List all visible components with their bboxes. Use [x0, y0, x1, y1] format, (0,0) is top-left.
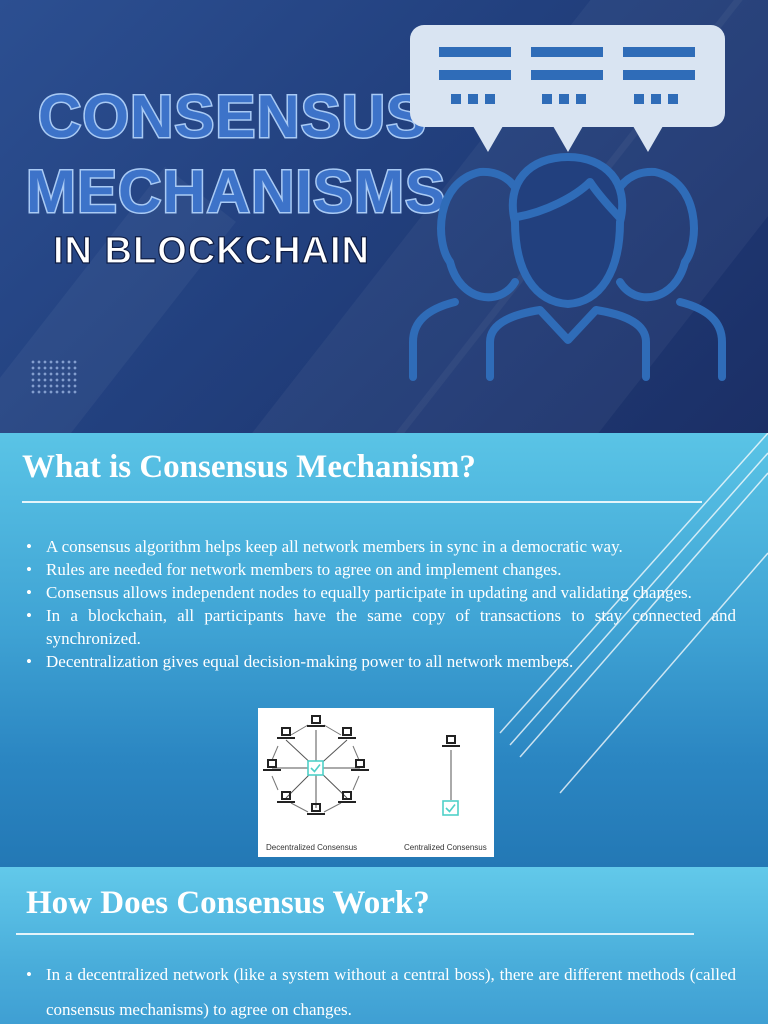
section-heading: What is Consensus Mechanism? — [22, 449, 476, 485]
list-item: In a blockchain, all participants have t… — [26, 604, 736, 650]
list-item: Consensus allows independent nodes to eq… — [26, 581, 736, 604]
hero-banner: CONSENSUS MECHANISMS IN BLOCKCHAIN — [0, 0, 768, 433]
bullet-list: In a decentralized network (like a syste… — [26, 957, 736, 1024]
computer-node-icon — [263, 715, 460, 815]
person-icon — [486, 153, 650, 381]
dot-grid-decoration — [30, 359, 78, 395]
list-item: A consensus algorithm helps keep all net… — [26, 535, 736, 558]
checkmark-box-icon — [307, 760, 459, 816]
heading-divider — [22, 501, 702, 503]
section-heading: How Does Consensus Work? — [26, 885, 430, 921]
section-how-consensus-works: How Does Consensus Work? In a decentrali… — [0, 867, 768, 1024]
diagram-caption-centralized: Centralized Consensus — [404, 843, 487, 852]
diagram-caption-decentralized: Decentralized Consensus — [266, 843, 357, 852]
consensus-diagram: Decentralized Consensus Centralized Cons… — [258, 708, 494, 857]
title-line-consensus: CONSENSUS — [36, 82, 428, 152]
consensus-diagram-graphic: Decentralized Consensus Centralized Cons… — [263, 715, 487, 852]
title-line-in-blockchain: IN BLOCKCHAIN — [52, 229, 370, 272]
bullet-list: A consensus algorithm helps keep all net… — [26, 535, 736, 673]
list-item: Decentralization gives equal decision-ma… — [26, 650, 736, 673]
section-what-is-consensus: What is Consensus Mechanism? A consensus… — [0, 433, 768, 867]
person-icon — [409, 167, 529, 381]
person-icon — [606, 167, 726, 381]
speech-bubble-icon — [410, 25, 725, 152]
list-item: In a decentralized network (like a syste… — [26, 957, 736, 1024]
title-line-mechanisms: MECHANISMS — [24, 157, 447, 227]
heading-divider — [16, 933, 694, 935]
people-discussion-icon — [409, 25, 726, 381]
list-item: Rules are needed for network members to … — [26, 558, 736, 581]
